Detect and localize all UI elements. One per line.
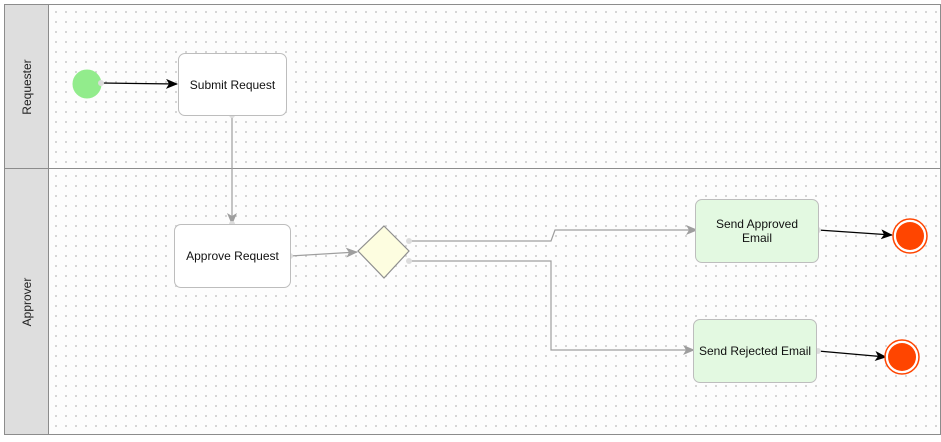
task-send-approved-email[interactable]: Send Approved Email [695, 199, 819, 263]
end-event-approved[interactable] [892, 218, 928, 254]
exclusive-gateway[interactable] [357, 225, 410, 279]
task-send-rejected-email[interactable]: Send Rejected Email [693, 319, 817, 383]
task-approve-request[interactable]: Approve Request [174, 224, 291, 288]
lane-header-requester[interactable]: Requester [5, 5, 49, 168]
lane-grid [49, 5, 940, 168]
connection-point [406, 258, 412, 264]
edge-approve-to-gateway[interactable] [289, 247, 358, 258]
lane-header-approver[interactable]: Approver [5, 169, 49, 434]
connection-point [406, 238, 412, 244]
task-label: Send Rejected Email [698, 344, 812, 358]
lane-grid [49, 169, 940, 434]
task-label: Send Approved Email [715, 217, 799, 245]
edge-gateway-to-approved[interactable] [409, 225, 698, 242]
task-label: Approve Request [186, 249, 279, 263]
edge-gateway-to-rejected[interactable] [409, 260, 695, 355]
task-submit-request[interactable]: Submit Request [178, 53, 287, 116]
lane-requester[interactable]: Requester [4, 4, 941, 169]
start-event[interactable] [72, 69, 102, 99]
edge-rejected-to-end[interactable] [817, 350, 887, 362]
lane-approver[interactable]: Approver [4, 168, 941, 435]
edge-start-to-submit[interactable] [100, 78, 178, 89]
end-event-rejected[interactable] [884, 339, 920, 375]
edge-approved-to-end[interactable] [817, 229, 893, 240]
task-label: Submit Request [189, 77, 276, 92]
connection-point [98, 80, 104, 86]
